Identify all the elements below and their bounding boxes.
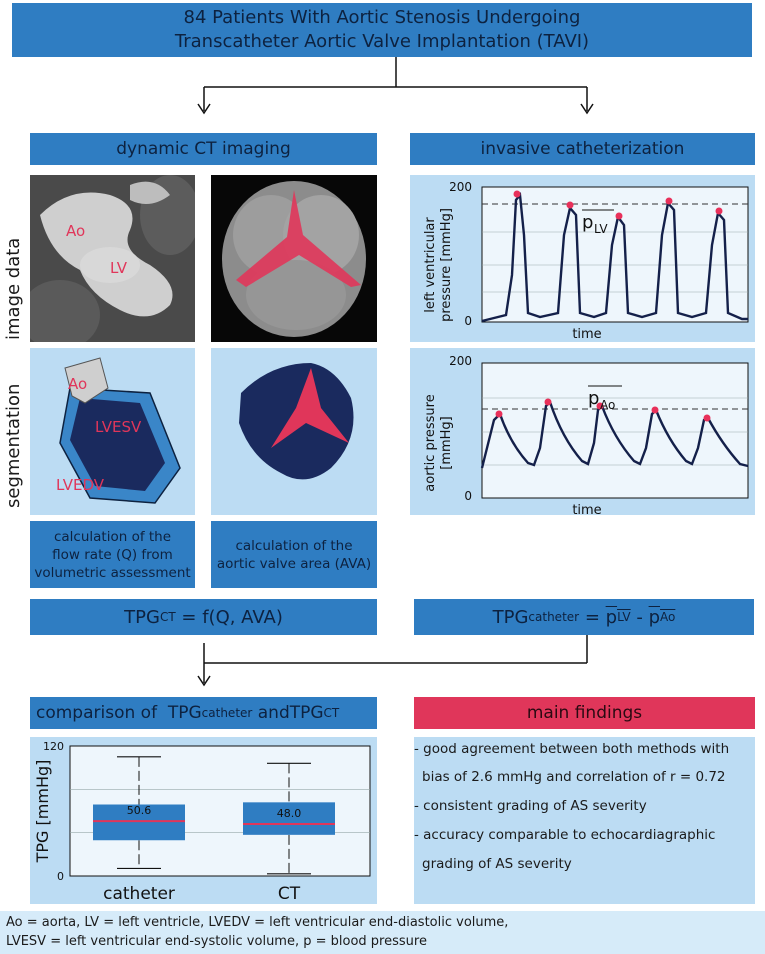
category-label-catheter: catheter xyxy=(103,884,175,904)
catheterization-title: invasive catheterization xyxy=(480,139,685,159)
box-catheter xyxy=(93,804,185,841)
boxplot-ylabel: TPG [mmHg] xyxy=(33,760,52,864)
comparison-sub2: CT xyxy=(323,706,340,720)
finding-line-1: - good agreement between both methods wi… xyxy=(414,741,730,757)
footer-line1: Ao = aorta, LV = left ventricle, LVEDV =… xyxy=(6,915,509,930)
lv-mean-sub: LV xyxy=(594,222,608,236)
finding-line-3: - consistent grading of AS severity xyxy=(414,798,647,814)
finding-line-2: bias of 2.6 mmHg and correlation of r = … xyxy=(422,769,726,785)
ao-pressure-plot: aortic pressure [mmHg] 200 0 time p Ao xyxy=(423,354,749,518)
comparison-prefix: comparison of xyxy=(36,703,168,723)
box-CT xyxy=(243,802,335,835)
formula-cath-ao: Ao xyxy=(660,610,676,624)
formula-cath-prefix: TPG xyxy=(492,606,529,628)
formula-cath-minus: - xyxy=(630,606,649,628)
ava-caption-line1: calculation of the xyxy=(235,537,353,554)
footer-legend: Ao = aorta, LV = left ventricle, LVEDV =… xyxy=(0,911,765,954)
findings-title: main findings xyxy=(526,703,643,723)
flow-rate-caption: calculation of the flow rate (Q) from vo… xyxy=(30,521,195,588)
segmentation-row-label: segmentation xyxy=(3,383,24,508)
ao-ylabel-line2: [mmHg] xyxy=(439,416,454,470)
boxplot-ytick-bottom: 0 xyxy=(57,870,64,883)
flow-caption-line1: calculation of the xyxy=(53,528,172,545)
ao-mean-sub: Ao xyxy=(600,398,615,412)
formula-cath-p-ao: p xyxy=(648,606,661,628)
formula-cath-lv: LV xyxy=(617,610,631,624)
ao-xlabel: time xyxy=(572,503,601,515)
formula-ct-rest: = f(Q, AVA) xyxy=(175,606,283,628)
flow-caption-line3: volumetric assessment xyxy=(34,564,191,581)
ct-heart-image: Ao LV xyxy=(30,175,195,342)
header-line2: Transcatheter Aortic Valve Implantation … xyxy=(174,31,590,52)
lvesv-label: LVESV xyxy=(95,418,142,436)
catheterization-header: invasive catheterization xyxy=(410,133,755,165)
ao-label: Ao xyxy=(66,222,86,240)
formula-cath-sub: catheter xyxy=(528,610,580,624)
median-label-CT: 48.0 xyxy=(277,807,302,820)
ao-ylabel-line1: aortic pressure xyxy=(423,394,438,491)
tpg-boxplot: 50.6 catheter 48.0CT TPG [mmHg] 120 0 xyxy=(33,740,371,904)
header-banner: 84 Patients With Aortic Stenosis Undergo… xyxy=(12,3,752,57)
lv-ylabel-line2: pressure [mmHg] xyxy=(439,208,454,322)
merge-arrows xyxy=(197,635,588,687)
median-label-catheter: 50.6 xyxy=(127,804,152,817)
category-label-CT: CT xyxy=(278,884,301,904)
ava-caption: calculation of the aortic valve area (AV… xyxy=(211,521,377,588)
header-line1: 84 Patients With Aortic Stenosis Undergo… xyxy=(183,7,581,28)
formula-ct-sub: CT xyxy=(159,610,176,624)
formula-cath-eq: = xyxy=(579,606,606,628)
ct-imaging-header: dynamic CT imaging xyxy=(30,133,377,165)
top-split-arrows xyxy=(197,57,594,115)
footer-line2: LVESV = left ventricular end-systolic vo… xyxy=(6,934,427,949)
lvedv-label: LVEDV xyxy=(56,476,104,494)
boxplot-ytick-top: 120 xyxy=(43,740,64,753)
lv-ylabel-line1: left ventricular xyxy=(423,217,438,313)
formula-ct-prefix: TPG xyxy=(124,606,160,628)
comparison-tpg1: TPG xyxy=(167,703,202,723)
lv-segmentation-panel: Ao LVESV LVEDV xyxy=(30,348,195,515)
finding-line-4: - accuracy comparable to echocardiagraph… xyxy=(414,827,716,843)
seg-ao-label: Ao xyxy=(68,375,88,393)
ct-imaging-title: dynamic CT imaging xyxy=(116,139,291,159)
ct-valve-image xyxy=(211,175,377,342)
finding-line-5: grading of AS severity xyxy=(422,856,572,872)
comparison-sub1: catheter xyxy=(201,706,253,720)
ava-caption-line2: aortic valve area (AVA) xyxy=(216,555,372,572)
formula-cath-p-lv: p xyxy=(605,606,618,628)
lv-pressure-plot: left ventricular pressure [mmHg] 200 0 t… xyxy=(423,180,749,342)
findings-panel: - good agreement between both methods wi… xyxy=(414,737,755,904)
lv-label: LV xyxy=(110,259,127,277)
lv-xlabel: time xyxy=(572,327,601,342)
ao-pressure-panel: aortic pressure [mmHg] 200 0 time p Ao xyxy=(410,348,755,518)
ao-mean-p: p xyxy=(588,388,599,409)
comparison-tpg2: TPG xyxy=(289,703,324,723)
comparison-and: and xyxy=(252,703,290,723)
image-data-row-label: image data xyxy=(3,237,24,340)
flow-caption-line2: flow rate (Q) from xyxy=(52,546,173,563)
lv-ytick-bottom: 0 xyxy=(464,314,472,328)
valve-segmentation-panel xyxy=(211,348,377,515)
lv-pressure-panel: left ventricular pressure [mmHg] 200 0 t… xyxy=(410,175,755,342)
ao-ytick-top: 200 xyxy=(449,354,472,368)
lv-ytick-top: 200 xyxy=(449,180,472,194)
ao-ytick-bottom: 0 xyxy=(464,489,472,503)
lv-mean-p: p xyxy=(582,212,593,233)
findings-header: main findings xyxy=(414,697,755,729)
